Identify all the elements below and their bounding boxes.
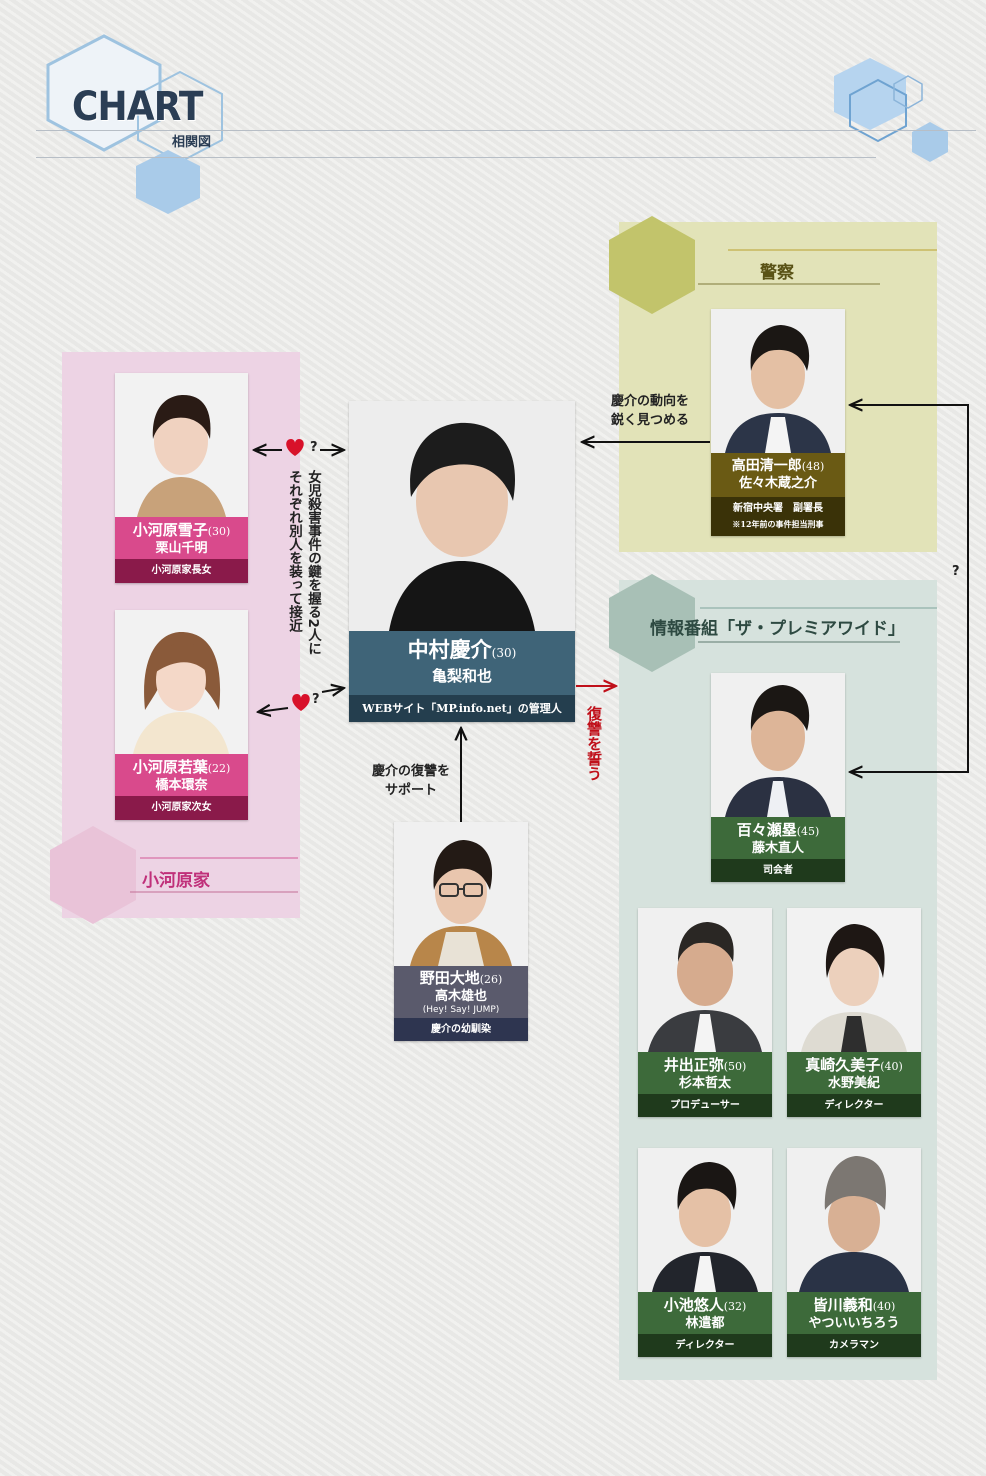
card-wakaba[interactable]: 小河原若葉(22) 橋本環奈 小河原家次女 xyxy=(115,610,248,820)
portrait-photo xyxy=(787,908,921,1052)
character-role-note: ※12年前の事件担当刑事 xyxy=(732,519,824,529)
heart-icon xyxy=(286,439,304,456)
character-age: (30) xyxy=(491,646,517,660)
chart-title: CHART xyxy=(72,84,203,130)
arrow-wakaba-right xyxy=(321,688,344,692)
character-role: 司会者 xyxy=(711,859,845,882)
character-age: (48) xyxy=(801,460,825,473)
question-mark: ? xyxy=(952,564,960,579)
group-label-tv: 情報番組「ザ・プレミアワイド」 xyxy=(650,619,905,639)
actor-name: 高木雄也 xyxy=(434,989,487,1004)
character-age: (40) xyxy=(872,1300,896,1313)
character-age: (22) xyxy=(207,762,231,775)
character-age: (26) xyxy=(479,973,503,986)
question-mark: ? xyxy=(312,692,320,707)
character-name: 井出正弥 xyxy=(663,1056,724,1074)
character-age: (40) xyxy=(880,1060,903,1073)
character-name: 小池悠人 xyxy=(663,1296,724,1314)
card-ide[interactable]: 井出正弥(50) 杉本哲太 プロデューサー xyxy=(638,908,772,1117)
chart-subtitle: 相関図 xyxy=(172,135,212,150)
note-noda-nakamura: 慶介の復讐を サポート xyxy=(371,764,450,798)
hex-deco xyxy=(46,34,162,152)
portrait-photo xyxy=(115,610,248,754)
card-nakamura[interactable]: 中村慶介(30) 亀梨和也 WEBサイト「MP.info.net」の管理人 xyxy=(349,401,575,722)
note-revenge: 復讐を誓う xyxy=(585,706,603,781)
character-role: 慶介の幼馴染 xyxy=(394,1018,528,1041)
card-takada[interactable]: 高田清一郎(48) 佐々木蔵之介 新宿中央署 副署長 ※12年前の事件担当刑事 xyxy=(711,309,845,536)
hex-tv xyxy=(609,574,695,672)
actor-name: 杉本哲太 xyxy=(678,1076,731,1091)
portrait-photo xyxy=(349,401,575,631)
character-role: ディレクター xyxy=(787,1094,921,1117)
portrait-photo xyxy=(638,1148,772,1292)
group-label-family: 小河原家 xyxy=(142,871,210,891)
actor-name: 栗山千明 xyxy=(155,541,208,556)
actor-note: (Hey! Say! JUMP) xyxy=(422,1005,500,1015)
header-rule xyxy=(36,157,876,158)
bracket-takada-momose xyxy=(850,405,969,772)
character-name: 百々瀬塁 xyxy=(736,821,797,839)
actor-name: 橋本環奈 xyxy=(155,778,208,793)
character-name: 小河原若葉 xyxy=(132,758,208,776)
character-name: 中村慶介 xyxy=(407,637,492,662)
actor-name: 藤木直人 xyxy=(751,841,804,856)
character-role: 小河原家長女 xyxy=(115,559,248,583)
note-family: 女児殺害事件の鍵を握る2人に それぞれ別人を装って接近 xyxy=(286,470,321,655)
character-name: 皆川義和 xyxy=(812,1296,873,1314)
group-label-police: 警察 xyxy=(760,263,794,283)
actor-name: 亀梨和也 xyxy=(431,667,492,685)
character-age: (32) xyxy=(723,1300,747,1313)
hex-deco xyxy=(136,150,200,214)
card-mazaki[interactable]: 真崎久美子(40) 水野美紀 ディレクター xyxy=(787,908,921,1117)
note-takada-nakamura: 慶介の動向を 鋭く見つめる xyxy=(610,394,689,428)
character-name: 真崎久美子 xyxy=(805,1056,881,1074)
card-yukiko[interactable]: 小河原雪子(30) 栗山千明 小河原家長女 xyxy=(115,373,248,583)
hex-deco xyxy=(834,58,906,130)
header-rule xyxy=(36,130,976,131)
character-age: (45) xyxy=(796,825,820,838)
character-role: プロデューサー xyxy=(638,1094,772,1117)
hex-family xyxy=(50,826,136,924)
hex-deco xyxy=(849,78,907,143)
actor-name: やついいちろう xyxy=(808,1316,900,1331)
character-name: 小河原雪子 xyxy=(132,521,208,539)
character-role: ディレクター xyxy=(638,1334,772,1357)
portrait-photo xyxy=(711,309,845,453)
actor-name: 水野美紀 xyxy=(827,1076,880,1091)
character-age: (50) xyxy=(723,1060,747,1073)
character-name: 野田大地 xyxy=(419,969,480,987)
hex-police xyxy=(609,216,695,314)
group-hexagons xyxy=(50,216,937,924)
card-momose[interactable]: 百々瀬塁(45) 藤木直人 司会者 xyxy=(711,673,845,882)
question-mark: ? xyxy=(310,440,318,455)
card-noda[interactable]: 野田大地(26) 高木雄也 (Hey! Say! JUMP) 慶介の幼馴染 xyxy=(394,822,528,1041)
hex-deco xyxy=(893,75,923,109)
heart-icon xyxy=(292,694,310,711)
actor-name: 林遣都 xyxy=(685,1316,725,1331)
card-minagawa[interactable]: 皆川義和(40) やついいちろう カメラマン xyxy=(787,1148,921,1357)
actor-name: 佐々木蔵之介 xyxy=(738,476,817,491)
portrait-photo xyxy=(115,373,248,517)
character-role: WEBサイト「MP.info.net」の管理人 xyxy=(349,695,575,722)
portrait-photo xyxy=(394,822,528,966)
header-hexagons xyxy=(46,34,948,214)
character-role: 小河原家次女 xyxy=(115,796,248,820)
arrow-wakaba-left xyxy=(258,708,289,712)
character-age: (30) xyxy=(207,525,231,538)
character-name: 高田清一郎 xyxy=(731,458,802,474)
portrait-photo xyxy=(638,908,772,1052)
portrait-photo xyxy=(787,1148,921,1292)
character-role: カメラマン xyxy=(787,1334,921,1357)
hex-deco xyxy=(912,122,948,162)
portrait-photo xyxy=(711,673,845,817)
card-koike[interactable]: 小池悠人(32) 林遣都 ディレクター xyxy=(638,1148,772,1357)
character-role: 新宿中央署 副署長 xyxy=(733,503,823,514)
